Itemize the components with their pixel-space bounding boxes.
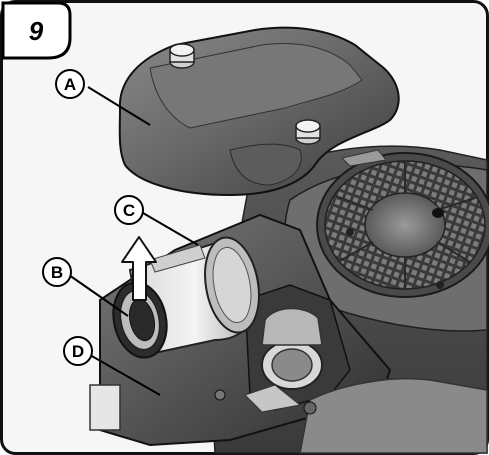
leader-line-b <box>68 274 129 317</box>
figure-number: 9 <box>29 16 44 46</box>
callout-c-label: C <box>123 201 135 220</box>
cooling-fan-grille <box>316 152 489 298</box>
callout-d-label: D <box>72 342 84 361</box>
shroud-bracket <box>341 149 387 167</box>
callout-a: A <box>55 69 85 99</box>
leader-line-d <box>89 354 161 396</box>
callout-d: D <box>63 336 93 366</box>
leader-line-c <box>142 212 199 246</box>
callout-b-label: B <box>51 263 63 282</box>
intake-elbow <box>214 307 323 415</box>
removal-direction-arrow <box>121 236 157 301</box>
leader-line-a <box>87 86 151 126</box>
cover-knob-left <box>169 43 195 69</box>
filter-end-seal <box>112 281 168 359</box>
figure-number-badge: 9 <box>1 1 72 60</box>
callout-b: B <box>42 257 72 287</box>
air-cleaner-cover <box>118 26 400 197</box>
callout-a-label: A <box>64 75 76 94</box>
callout-c: C <box>114 195 144 225</box>
cover-knob-right <box>295 119 321 145</box>
